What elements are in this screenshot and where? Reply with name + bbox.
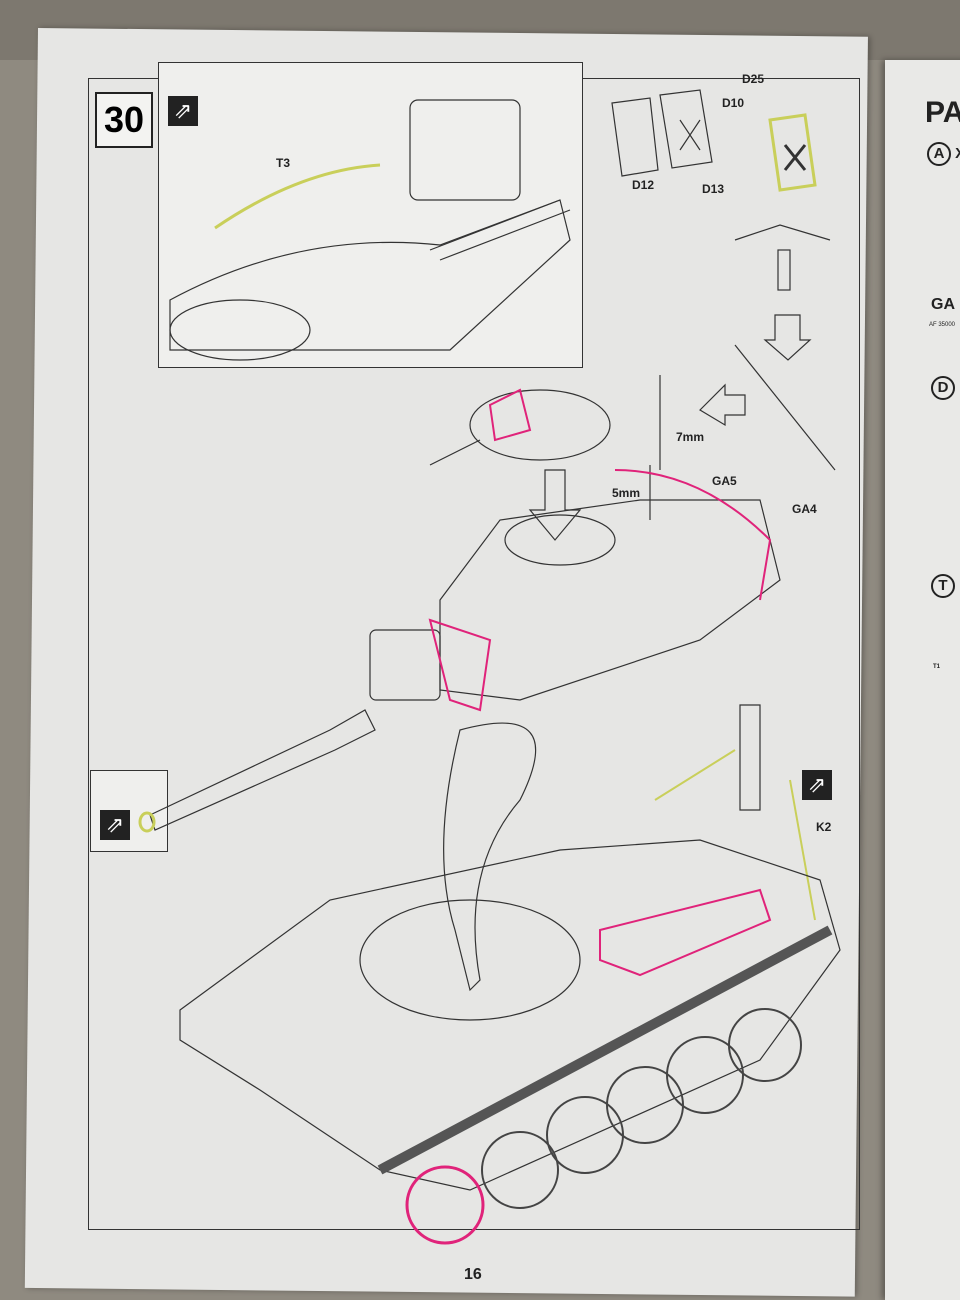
- option-flag-icon: ⇗: [168, 96, 198, 126]
- label-d25: D25: [742, 72, 765, 86]
- next-page: PA A X GA AF 35000 D T T1: [885, 60, 960, 1300]
- part-a: A X: [927, 142, 960, 166]
- part-ga: GA: [931, 296, 955, 313]
- detail-inset: [158, 62, 583, 368]
- step-number: 30: [95, 92, 153, 148]
- option-flag-icon: ⇗: [100, 810, 130, 840]
- label-7mm: 7mm: [676, 430, 705, 444]
- label-5mm: 5mm: [612, 486, 641, 500]
- part-d: D: [931, 376, 955, 400]
- label-d10: D10: [722, 96, 745, 110]
- label-ga4: GA4: [792, 502, 817, 516]
- label-d13: D13: [702, 182, 725, 196]
- part-ga-code: AF 35000: [929, 322, 956, 328]
- label-k2: K2: [816, 820, 832, 834]
- label-ga5: GA5: [712, 474, 737, 488]
- label-t3: T3: [276, 156, 291, 170]
- option-flag-icon: ⇗: [802, 770, 832, 800]
- part-t: T: [931, 574, 955, 598]
- page-number: 16: [464, 1266, 482, 1283]
- parts-title: PA: [925, 96, 960, 129]
- part-t1: T1: [933, 664, 941, 670]
- label-d12: D12: [632, 178, 655, 192]
